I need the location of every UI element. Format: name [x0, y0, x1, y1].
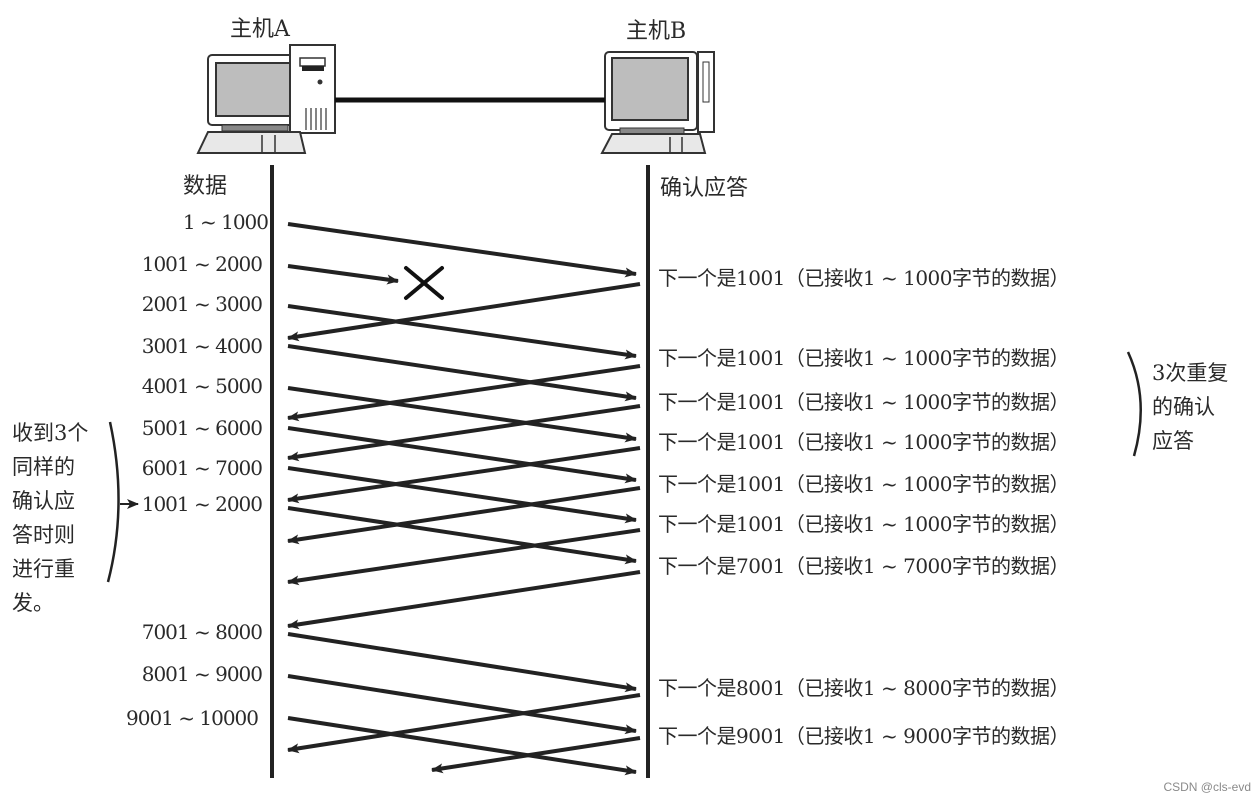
- watermark: CSDN @cls-evd: [1163, 780, 1251, 794]
- data-arrow: [287, 632, 637, 693]
- ack-label: 下一个是7001（已接收1 ~ 7000字节的数据）: [658, 554, 1069, 578]
- note-line: 3次重复: [1152, 361, 1228, 385]
- data-arrow: [287, 222, 637, 278]
- ack-label: 下一个是1001（已接收1 ~ 1000字节的数据）: [658, 346, 1069, 370]
- ack-label: 下一个是8001（已接收1 ~ 8000字节的数据）: [658, 676, 1069, 700]
- data-segment-label: 3001 ~ 4000: [142, 334, 263, 358]
- ack-label: 下一个是1001（已接收1 ~ 1000字节的数据）: [658, 430, 1069, 454]
- ack-label: 下一个是1001（已接收1 ~ 1000字节的数据）: [658, 390, 1069, 414]
- ack-column-title: 确认应答: [660, 176, 748, 201]
- data-segment-label: 1 ~ 1000: [183, 210, 268, 234]
- note-line: 确认应: [12, 489, 75, 513]
- data-segment-labels: 1 ~ 1000 1001 ~ 2000 2001 ~ 3000 3001 ~ …: [126, 210, 269, 730]
- data-arrow: [287, 426, 637, 484]
- host-b-title: 主机B: [626, 19, 686, 44]
- note-line: 进行重: [12, 557, 75, 581]
- ack-arrow: [431, 736, 641, 774]
- note-line: 同样的: [12, 455, 75, 479]
- note-line: 收到3个: [12, 421, 88, 445]
- lost-data-arrow: [287, 264, 399, 285]
- fast-retransmit-bracket: [106, 421, 120, 583]
- data-segment-label: 5001 ~ 6000: [142, 416, 263, 440]
- ack-labels: 下一个是1001（已接收1 ~ 1000字节的数据） 下一个是1001（已接收1…: [658, 266, 1070, 748]
- data-arrow: [287, 674, 637, 735]
- fast-retransmit-note: 收到3个 同样的 确认应 答时则 进行重 发。: [12, 421, 88, 615]
- ack-arrow: [287, 364, 641, 422]
- data-segment-label: 4001 ~ 5000: [142, 374, 263, 398]
- ack-arrow: [287, 693, 641, 754]
- retransmit-segment-label: 1001 ~ 2000: [142, 492, 263, 516]
- data-segment-label: 8001 ~ 9000: [142, 662, 263, 686]
- host-a-title: 主机A: [230, 17, 291, 42]
- data-arrow: [287, 344, 637, 402]
- data-arrow: [287, 506, 637, 565]
- data-arrow: [287, 386, 637, 443]
- ack-label: 下一个是1001（已接收1 ~ 1000字节的数据）: [658, 472, 1069, 496]
- ack-arrow: [287, 528, 641, 586]
- ack-arrow: [287, 404, 641, 462]
- ack-label: 下一个是1001（已接收1 ~ 1000字节的数据）: [658, 266, 1069, 290]
- data-segment-label: 2001 ~ 3000: [142, 292, 263, 316]
- duplicate-ack-bracket: [1126, 351, 1142, 457]
- data-column-title: 数据: [183, 174, 227, 199]
- ack-arrow: [287, 282, 641, 342]
- ack-arrow: [287, 570, 641, 630]
- ack-arrow: [287, 446, 641, 504]
- ack-arrow: [287, 486, 641, 545]
- note-line: 答时则: [12, 523, 75, 547]
- ack-label: 下一个是1001（已接收1 ~ 1000字节的数据）: [658, 512, 1069, 536]
- data-arrow: [287, 466, 637, 524]
- data-segment-label: 1001 ~ 2000: [142, 252, 263, 276]
- host-b-computer-icon: [600, 51, 715, 154]
- data-segment-label: 9001 ~ 10000: [126, 706, 258, 730]
- data-segment-label: 6001 ~ 7000: [142, 456, 263, 480]
- data-arrow: [287, 304, 637, 360]
- note-line: 的确认: [1152, 395, 1215, 419]
- data-arrow: [287, 716, 637, 776]
- packet-loss-x-icon: [404, 266, 444, 300]
- message-arrows: [287, 222, 641, 776]
- host-a-computer-icon: [196, 44, 336, 154]
- note-line: 应答: [1152, 429, 1194, 453]
- duplicate-ack-note: 3次重复 的确认 应答: [1152, 361, 1228, 453]
- data-segment-label: 7001 ~ 8000: [142, 620, 263, 644]
- ack-label: 下一个是9001（已接收1 ~ 9000字节的数据）: [658, 724, 1069, 748]
- note-line: 发。: [12, 591, 54, 615]
